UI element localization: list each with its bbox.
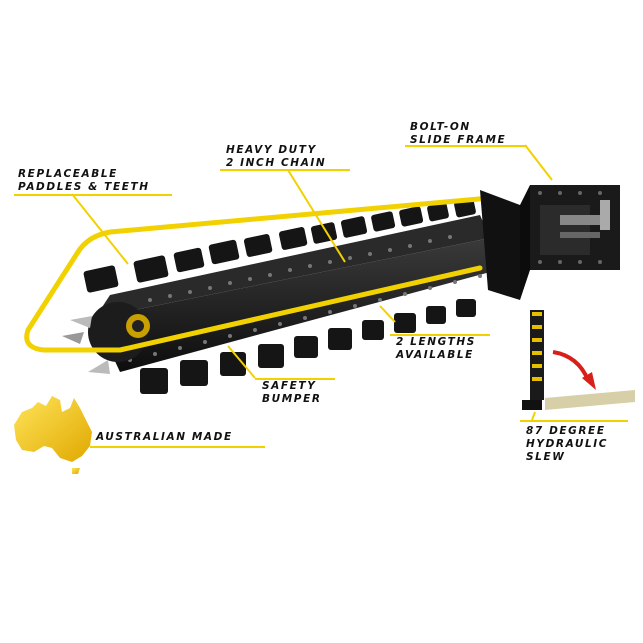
slew-line2: HYDRAULIC	[526, 438, 609, 450]
trencher-boom	[95, 215, 505, 372]
australia-map	[14, 396, 92, 474]
lengths-underline	[390, 334, 490, 336]
bolt-on-frame-label: BOLT-ON SLIDE FRAME	[410, 121, 506, 147]
slew-underline	[520, 420, 628, 422]
safety-bumper-label: SAFETY BUMPER	[262, 380, 322, 406]
bolt-on-line1: BOLT-ON	[410, 121, 471, 133]
australian-underline	[90, 446, 265, 448]
heavy-duty-line1: HEAVY DUTY	[226, 144, 317, 156]
heavy-duty-line2: 2 INCH CHAIN	[226, 157, 327, 169]
heavy-duty-chain-label: HEAVY DUTY 2 INCH CHAIN	[226, 144, 326, 170]
replaceable-line1: REPLACEABLE	[18, 168, 118, 180]
two-lengths-label: 2 LENGTHS AVAILABLE	[396, 336, 476, 362]
heavy-duty-underline	[220, 169, 350, 171]
safety-underline	[255, 378, 335, 380]
replaceable-line2: PADDLES & TEETH	[18, 181, 150, 193]
lengths-line1: 2 LENGTHS	[396, 336, 476, 348]
safety-line2: BUMPER	[262, 393, 322, 405]
top-paddles	[83, 198, 476, 293]
australian-made-label: AUSTRALIAN MADE	[96, 431, 233, 444]
replaceable-underline	[14, 194, 172, 196]
slew-line1: 87 DEGREE	[526, 425, 606, 437]
slide-frame	[480, 185, 620, 300]
bolt-on-underline	[405, 145, 527, 147]
slew-inset	[522, 310, 635, 410]
replaceable-paddles-label: REPLACEABLE PADDLES & TEETH	[18, 168, 150, 194]
safety-bumper-frame	[24, 195, 493, 353]
bolt-on-line2: SLIDE FRAME	[410, 134, 507, 146]
lengths-line2: AVAILABLE	[396, 349, 474, 361]
slew-line3: SLEW	[526, 451, 566, 463]
pointer-lines	[71, 144, 553, 421]
safety-line1: SAFETY	[262, 380, 317, 392]
slew-label: 87 DEGREE HYDRAULIC SLEW	[526, 425, 608, 464]
bottom-paddles	[140, 299, 476, 394]
australian-line1: AUSTRALIAN MADE	[96, 431, 233, 443]
